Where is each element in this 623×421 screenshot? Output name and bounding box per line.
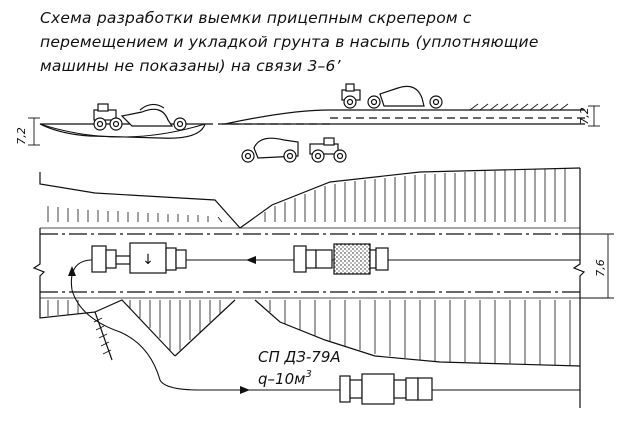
scraper-icon: [341, 83, 443, 109]
fill-top-edge: [239, 167, 581, 229]
fill-slope-hatch: [264, 168, 566, 222]
travel-path: [70, 259, 580, 391]
dim-right: [588, 105, 600, 127]
dim-left: [28, 117, 40, 146]
dim-plan: [580, 233, 614, 299]
path-arrow: [240, 386, 250, 394]
title-line-1: Схема разработки выемки прицепным скрепе…: [40, 9, 472, 27]
arrow-down-icon: ↓: [142, 252, 154, 268]
scraper-model-label: СП ДЗ-79А: [258, 348, 341, 366]
scraper-plan: [339, 373, 433, 405]
diagram-title: Схема разработки выемки прицепным скрепе…: [40, 6, 615, 78]
path-arrow: [68, 266, 76, 276]
dim-plan-label: 7,6: [594, 259, 607, 277]
cut-top-edge: [39, 172, 241, 229]
scraper-capacity-label: q–10м3: [258, 369, 312, 388]
scraper-icon: [93, 103, 187, 131]
lower-slope-hatch: [47, 300, 571, 366]
scraper-plan: ↓: [91, 242, 187, 274]
cut-slope-hatch: [47, 206, 223, 223]
plan-view: [32, 167, 614, 408]
title-line-3: машины не показаны) на связи 3–6’: [40, 57, 341, 75]
fill-profile-line: [224, 109, 585, 125]
scraper-icon: [241, 137, 347, 163]
scraper-plan: [293, 243, 389, 275]
dim-right-label: 7,2: [578, 107, 591, 125]
embankment-hatch: [469, 103, 569, 111]
soil-fill-icon: [333, 243, 371, 275]
profile-section: [28, 103, 600, 146]
path-arrow: [246, 256, 256, 264]
title-line-2: перемещением и укладкой грунта в насыпь …: [40, 33, 539, 51]
cut-profile-line: [39, 123, 206, 139]
dim-left-label: 7,2: [15, 127, 28, 145]
